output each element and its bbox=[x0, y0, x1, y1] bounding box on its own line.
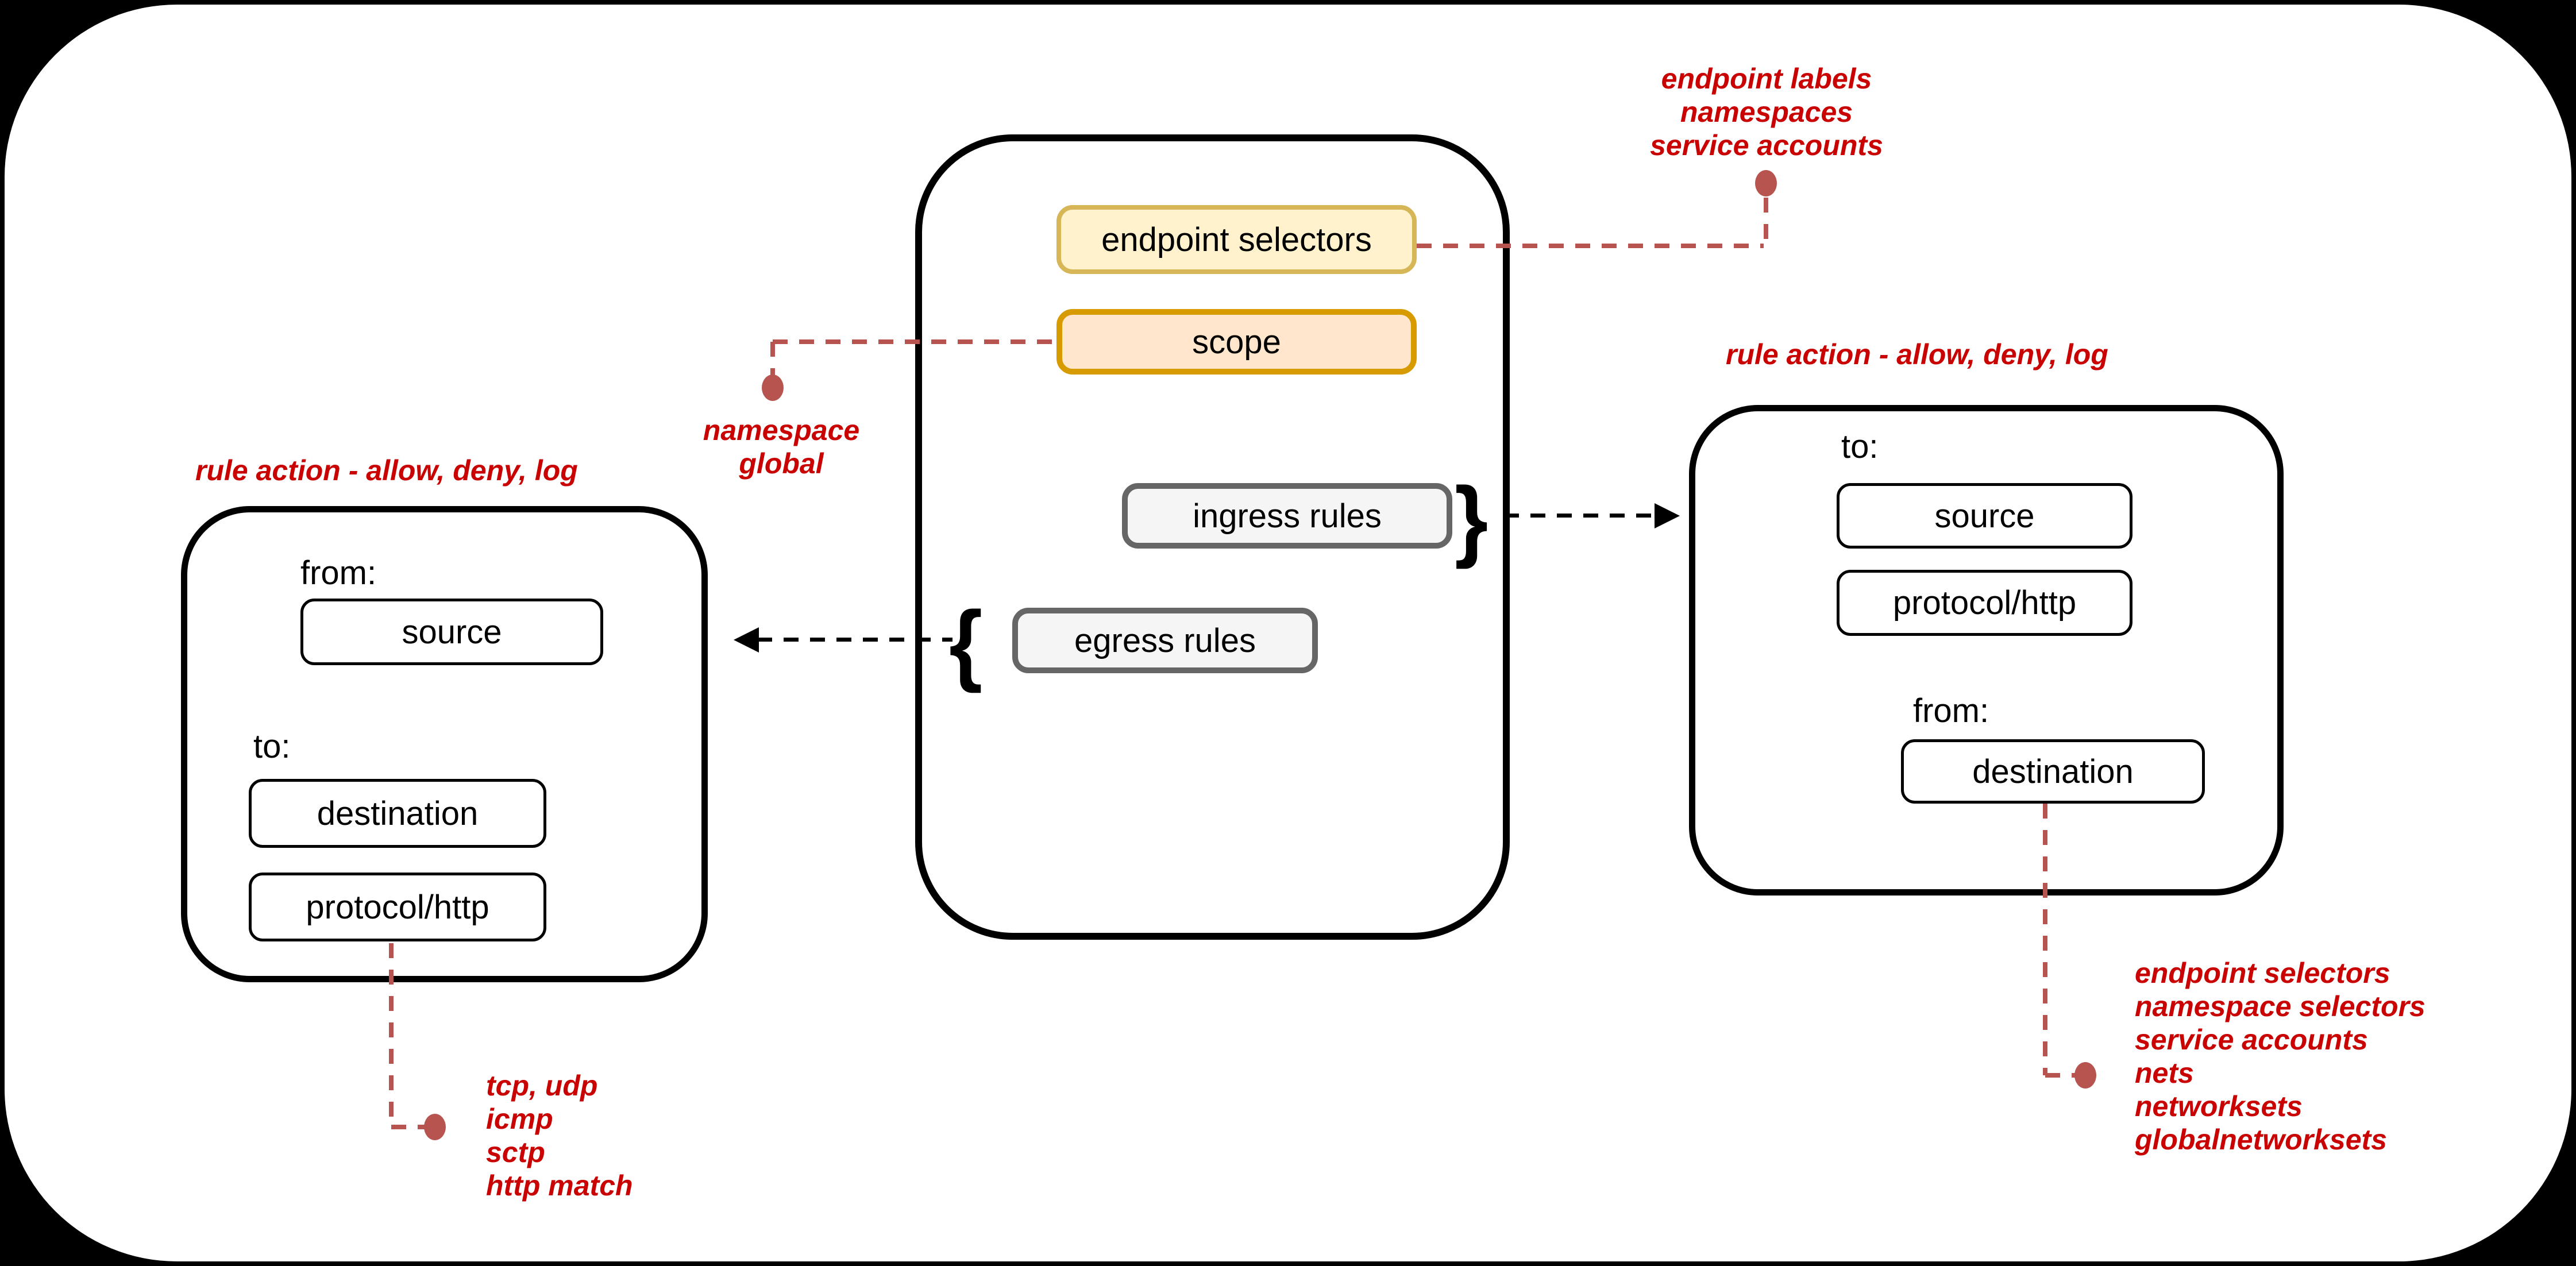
ingress-to-label: to: bbox=[1841, 428, 1879, 465]
endpoint-selectors-connector-h bbox=[1417, 244, 1764, 248]
annotation-line: service accounts bbox=[1650, 129, 1883, 161]
ingress-rules-label: ingress rules bbox=[1193, 497, 1382, 535]
protocol-connector-dot-icon bbox=[424, 1114, 446, 1140]
egress-rules-label: egress rules bbox=[1074, 622, 1256, 659]
protocol-connector-v bbox=[389, 943, 394, 1127]
endpoint-selectors-connector-dot-icon bbox=[1755, 170, 1777, 196]
annotation-line: tcp, udp bbox=[486, 1070, 598, 1102]
egress-arrow-line bbox=[757, 638, 952, 642]
annotation-line: nets bbox=[2135, 1057, 2194, 1089]
endpoint-selectors-box: endpoint selectors bbox=[1056, 205, 1417, 274]
egress-rules-box: egress rules bbox=[1012, 608, 1318, 673]
ingress-arrow-head-icon bbox=[1655, 503, 1680, 528]
endpoint-selectors-label: endpoint selectors bbox=[1101, 221, 1372, 258]
ingress-brace-icon: } bbox=[1455, 468, 1488, 570]
annotation-line: service accounts bbox=[2135, 1024, 2368, 1056]
ingress-source-box: source bbox=[1837, 483, 2132, 549]
egress-from-label: from: bbox=[300, 554, 377, 592]
egress-source-label: source bbox=[402, 613, 502, 651]
egress-protocol-label: protocol/http bbox=[306, 888, 489, 926]
annotation-line: icmp bbox=[486, 1103, 553, 1135]
ingress-rules-box: ingress rules bbox=[1122, 483, 1452, 549]
egress-arrow-head-icon bbox=[734, 627, 759, 653]
egress-destination-label: destination bbox=[317, 794, 479, 832]
ingress-destination-box: destination bbox=[1901, 739, 2205, 804]
scope-box: scope bbox=[1056, 309, 1417, 375]
endpoint-selectors-connector-v bbox=[1764, 198, 1768, 246]
left-rule-action-heading: rule action - allow, deny, log bbox=[195, 454, 578, 487]
protocol-connector-h bbox=[391, 1125, 425, 1129]
scope-annotation: namespace global bbox=[661, 414, 902, 480]
annotation-line: endpoint selectors bbox=[2135, 957, 2390, 989]
destination-connector-dot-icon bbox=[2074, 1062, 2096, 1089]
destination-annotation: endpoint selectors namespace selectors s… bbox=[2135, 956, 2425, 1156]
scope-label: scope bbox=[1192, 323, 1281, 361]
protocol-annotation: tcp, udp icmp sctp http match bbox=[486, 1069, 633, 1202]
endpoint-selectors-annotation: endpoint labels namespaces service accou… bbox=[1551, 62, 1982, 162]
egress-protocol-box: protocol/http bbox=[249, 873, 546, 941]
ingress-arrow-line bbox=[1504, 514, 1671, 518]
annotation-line: global bbox=[739, 447, 824, 480]
egress-source-box: source bbox=[300, 599, 603, 665]
ingress-destination-label: destination bbox=[1972, 752, 2134, 790]
ingress-protocol-label: protocol/http bbox=[1892, 584, 2077, 622]
destination-connector-h bbox=[2045, 1073, 2075, 1078]
annotation-line: endpoint labels bbox=[1661, 63, 1872, 95]
scope-connector-h bbox=[773, 339, 1056, 344]
annotation-line: http match bbox=[486, 1169, 633, 1202]
annotation-line: namespaces bbox=[1680, 96, 1853, 128]
annotation-line: networksets bbox=[2135, 1090, 2303, 1122]
egress-to-label: to: bbox=[253, 728, 291, 765]
destination-connector-v bbox=[2043, 804, 2047, 1075]
ingress-from-label: from: bbox=[1913, 692, 1989, 730]
ingress-source-label: source bbox=[1934, 497, 2035, 535]
right-rule-action-heading: rule action - allow, deny, log bbox=[1726, 338, 2108, 370]
scope-connector-v bbox=[770, 342, 775, 375]
annotation-line: namespace bbox=[703, 414, 860, 446]
egress-destination-box: destination bbox=[249, 779, 546, 848]
annotation-line: namespace selectors bbox=[2135, 990, 2425, 1022]
egress-brace-icon: { bbox=[949, 592, 983, 694]
annotation-line: sctp bbox=[486, 1136, 545, 1168]
ingress-rule-container bbox=[1689, 405, 2284, 896]
ingress-protocol-box: protocol/http bbox=[1837, 570, 2132, 636]
scope-connector-dot-icon bbox=[762, 375, 784, 401]
annotation-line: globalnetworksets bbox=[2135, 1124, 2387, 1156]
